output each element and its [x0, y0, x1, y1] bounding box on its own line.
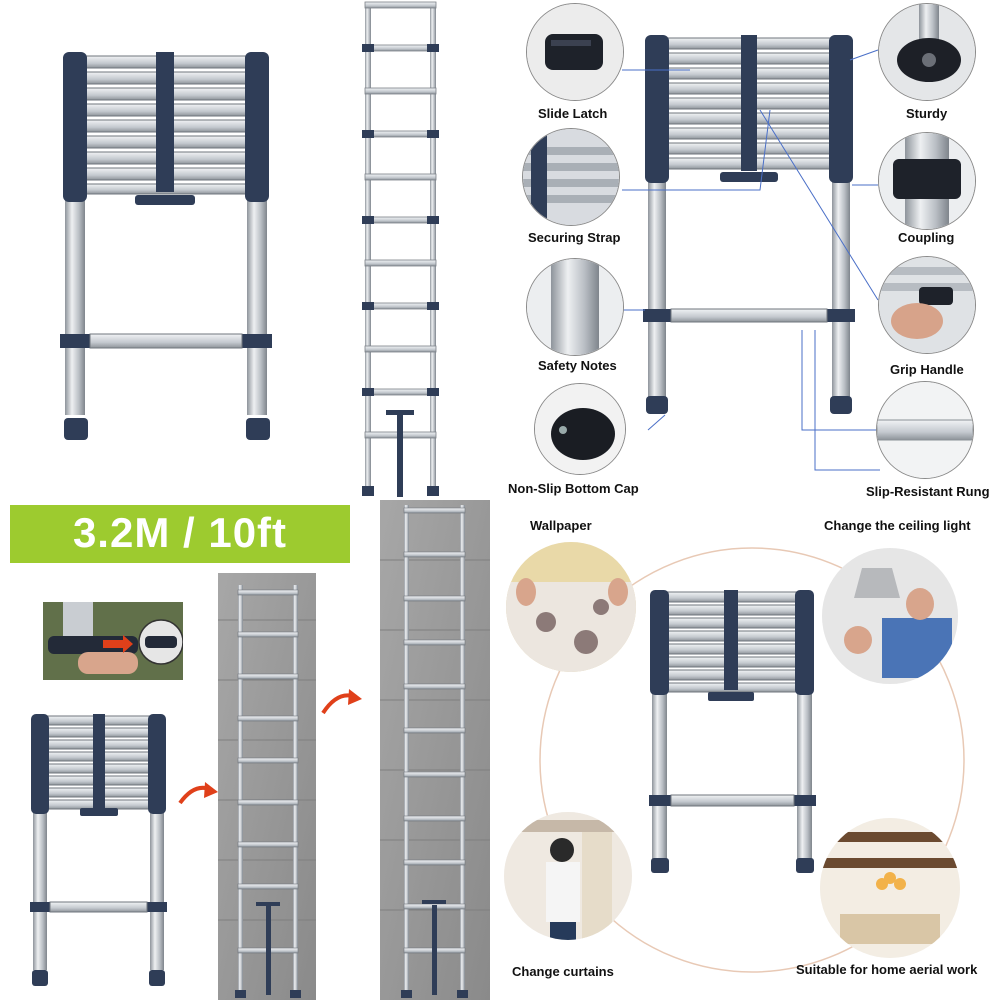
curtains-image [504, 812, 632, 940]
label-slip-resistant-rung: Slip-Resistant Rung [866, 484, 990, 499]
label-safety-notes: Safety Notes [538, 358, 617, 373]
size-badge: 3.2M / 10ft [10, 505, 350, 563]
ceiling-light-image [822, 548, 958, 684]
securing-strap-image [522, 128, 620, 226]
label-aerial-work: Suitable for home aerial work [796, 962, 978, 977]
label-slide-latch: Slide Latch [538, 106, 608, 121]
aerial-work-image [820, 818, 960, 958]
sturdy-image [878, 3, 976, 101]
label-grip-handle: Grip Handle [890, 362, 964, 377]
label-securing-strap: Securing Strap [528, 230, 621, 245]
label-non-slip-bottom-cap: Non-Slip Bottom Cap [508, 481, 639, 496]
slide-latch-image [526, 3, 624, 101]
label-curtains: Change curtains [512, 964, 614, 979]
slip-resistant-rung-image [876, 381, 974, 479]
non-slip-bottom-cap-image [534, 383, 626, 475]
label-sturdy: Sturdy [906, 106, 948, 121]
grip-handle-image [878, 256, 976, 354]
safety-notes-image [526, 258, 624, 356]
size-badge-text: 3.2M / 10ft [72, 509, 288, 556]
label-ceiling-light: Change the ceiling light [824, 518, 971, 533]
coupling-image [878, 132, 976, 230]
latch-inset-photo [43, 602, 183, 680]
label-coupling: Coupling [898, 230, 955, 245]
label-wallpaper: Wallpaper [530, 518, 592, 533]
wallpaper-image [506, 542, 636, 672]
